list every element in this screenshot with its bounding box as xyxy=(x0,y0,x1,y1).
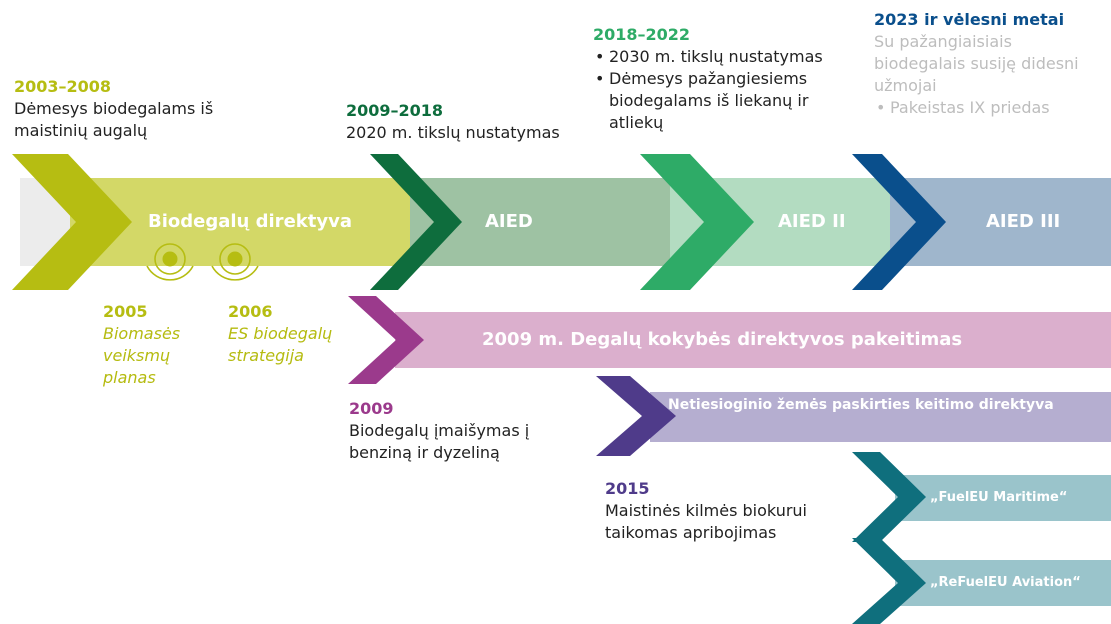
event-2009-2018: 2009–2018 2020 m. tikslų nustatymas xyxy=(346,100,606,144)
event-year: 2023 ir vėlesni metai xyxy=(874,10,1065,29)
chevron-2023 xyxy=(852,154,946,290)
event-text: Biodegalų įmaišymas į benziną ir dyzelin… xyxy=(349,421,530,462)
event-year: 2009 xyxy=(349,399,394,418)
event-bullet: Dėmesys pažangiesiems biodegalams iš lie… xyxy=(593,68,833,134)
band-label-aied: AIED xyxy=(485,211,533,232)
event-2006: 2006 ES biodegalų strategija xyxy=(228,301,358,367)
chevron-maritime xyxy=(852,452,926,542)
target-marker-2005 xyxy=(146,243,194,281)
event-text: 2020 m. tikslų nustatymas xyxy=(346,123,560,142)
event-text: Maistinės kilmės biokurui taikomas aprib… xyxy=(605,501,807,542)
event-text: Su pažangiaisiais biodegalais susiję did… xyxy=(874,32,1079,95)
event-year: 2006 xyxy=(228,302,273,321)
event-2018: 2018–2022 2030 m. tikslų nustatymas Dėme… xyxy=(593,24,833,134)
band-label-fqd: 2009 m. Degalų kokybės direktyvos pakeit… xyxy=(482,329,963,350)
event-text: Biomasės veiksmų planas xyxy=(103,324,181,387)
target-marker-2006 xyxy=(211,243,259,281)
chevron-aviation xyxy=(852,538,926,624)
event-bullet: Pakeistas IX priedas xyxy=(874,97,1099,119)
band-label-aied2: AIED II xyxy=(778,211,846,232)
event-text: Dėmesys biodegalams iš maistinių augalų xyxy=(14,99,214,140)
band-aviation xyxy=(895,560,1111,606)
band-maritime xyxy=(895,475,1111,521)
band-label-maritime: „FuelEU Maritime“ xyxy=(930,490,1068,505)
band-iluc xyxy=(650,392,1111,442)
chevron-2018 xyxy=(640,154,754,290)
event-year: 2009–2018 xyxy=(346,101,444,120)
event-2003: 2003–2008 Dėmesys biodegalams iš maistin… xyxy=(14,76,234,142)
event-2005: 2005 Biomasės veiksmų planas xyxy=(103,301,213,389)
event-bullets: 2030 m. tikslų nustatymas Dėmesys pažang… xyxy=(593,46,833,134)
event-2009: 2009 Biodegalų įmaišymas į benziną ir dy… xyxy=(349,398,574,464)
band-label-iluc: Netiesioginio žemės paskirties keitimo d… xyxy=(668,397,1054,413)
event-year: 2005 xyxy=(103,302,148,321)
chevron-2009 xyxy=(370,154,462,290)
event-2015: 2015 Maistinės kilmės biokurui taikomas … xyxy=(605,478,855,544)
event-year: 2018–2022 xyxy=(593,25,691,44)
band-label-aviation: „ReFuelEU Aviation“ xyxy=(930,575,1081,590)
event-year: 2003–2008 xyxy=(14,77,112,96)
chevron-2009-fqd xyxy=(348,296,424,384)
event-2023: 2023 ir vėlesni metai Su pažangiaisiais … xyxy=(874,9,1099,119)
chevron-2015 xyxy=(596,376,676,456)
event-text: ES biodegalų strategija xyxy=(228,324,333,365)
event-bullets: Pakeistas IX priedas xyxy=(874,97,1099,119)
event-bullet: 2030 m. tikslų nustatymas xyxy=(593,46,833,68)
band-fqd xyxy=(395,312,1111,368)
band-label-aied3: AIED III xyxy=(986,211,1061,232)
band-label-biofuels: Biodegalų direktyva xyxy=(148,211,352,232)
chevron-2003 xyxy=(12,154,132,290)
event-year: 2015 xyxy=(605,479,650,498)
